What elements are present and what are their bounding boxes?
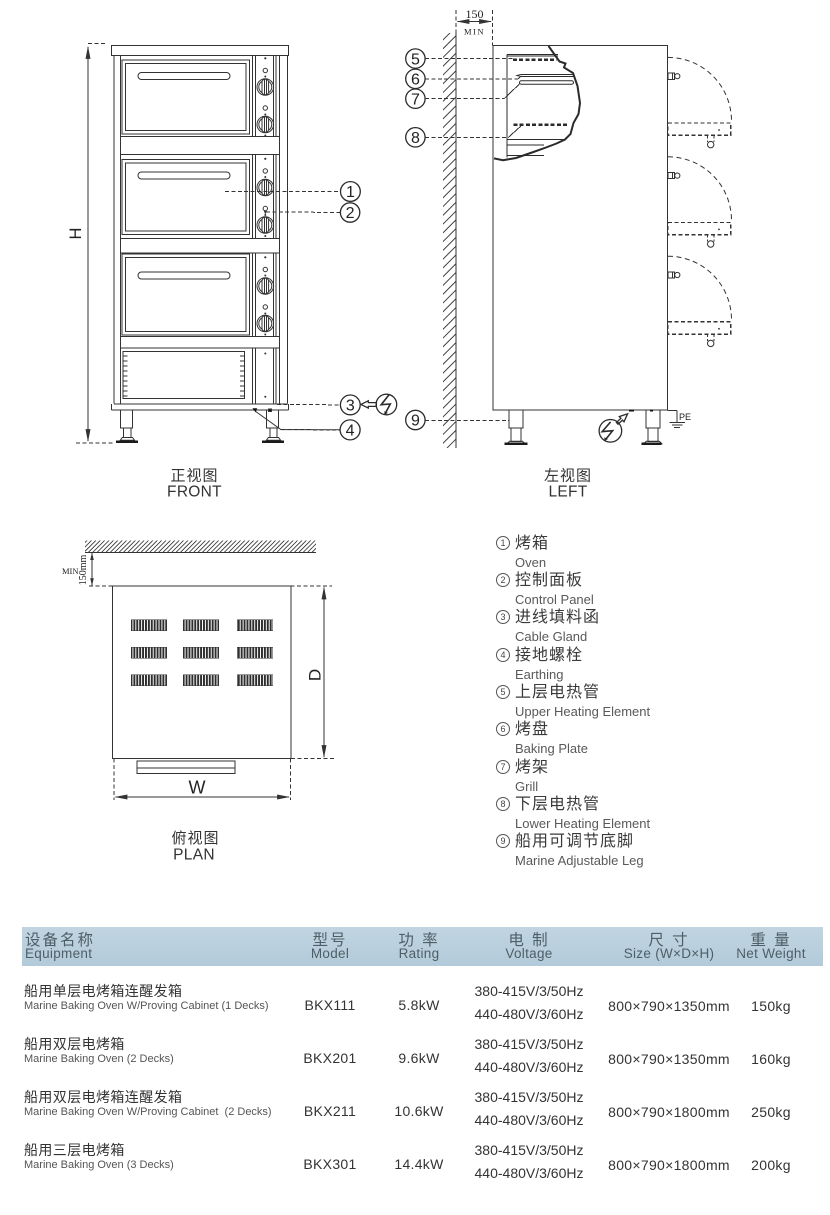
svg-text:FRONT: FRONT bbox=[167, 484, 222, 501]
svg-text:3: 3 bbox=[346, 398, 355, 415]
svg-text:左视图: 左视图 bbox=[544, 468, 592, 485]
svg-text:150mm: 150mm bbox=[78, 555, 89, 586]
svg-text:8: 8 bbox=[411, 130, 420, 147]
svg-text:150: 150 bbox=[466, 7, 484, 21]
svg-text:4: 4 bbox=[346, 423, 355, 440]
svg-text:正视图: 正视图 bbox=[170, 468, 218, 485]
svg-text:1: 1 bbox=[346, 184, 355, 201]
svg-text:MIN: MIN bbox=[62, 566, 79, 576]
svg-text:D: D bbox=[306, 669, 325, 681]
svg-text:2: 2 bbox=[346, 205, 355, 222]
svg-text:9: 9 bbox=[411, 413, 420, 430]
svg-text:H: H bbox=[67, 228, 85, 240]
svg-text:5: 5 bbox=[411, 51, 420, 68]
svg-text:7: 7 bbox=[411, 91, 420, 108]
svg-text:LEFT: LEFT bbox=[548, 484, 587, 501]
svg-text:6: 6 bbox=[411, 72, 420, 89]
svg-text:俯视图: 俯视图 bbox=[171, 830, 219, 847]
svg-text:W: W bbox=[189, 778, 206, 798]
svg-text:PLAN: PLAN bbox=[173, 847, 215, 864]
svg-text:MIN: MIN bbox=[464, 27, 485, 37]
svg-text:PE: PE bbox=[679, 412, 691, 422]
